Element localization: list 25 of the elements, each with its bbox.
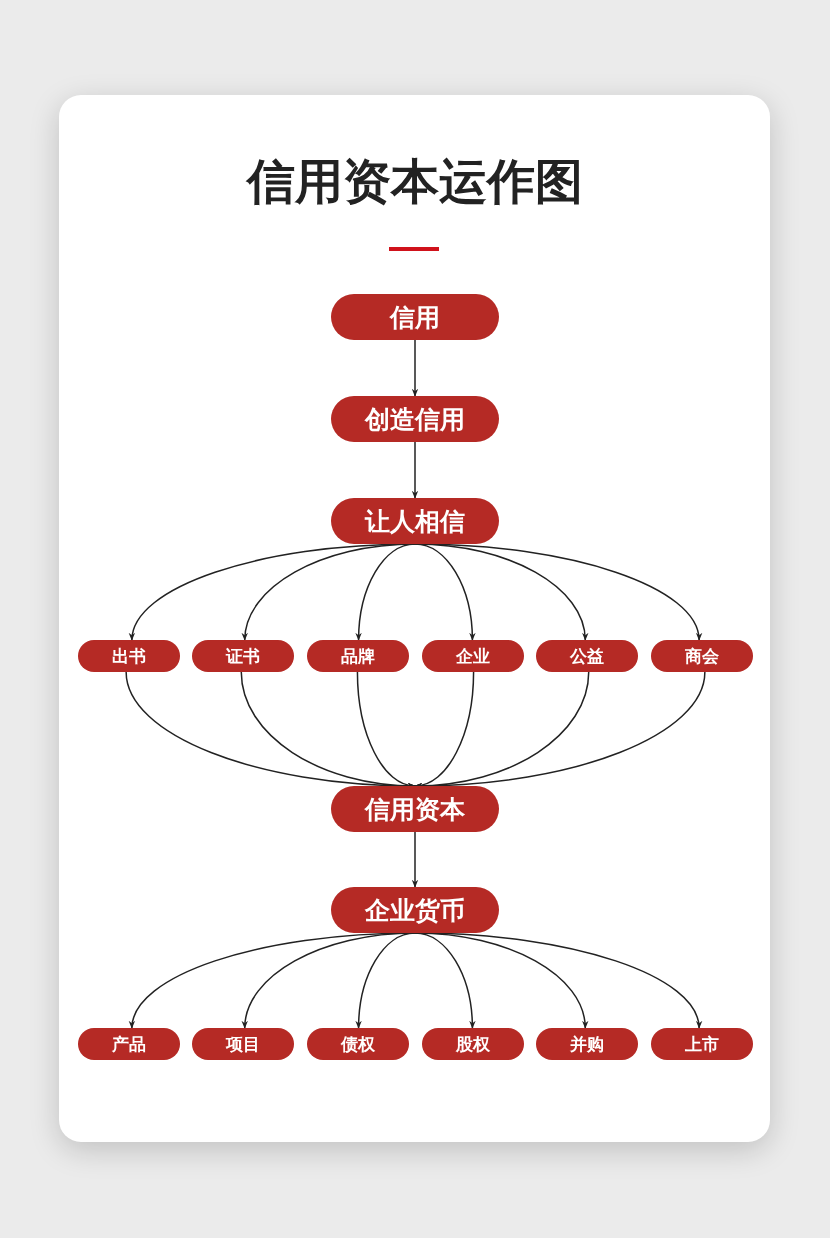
arrow xyxy=(414,543,702,641)
process-pill: 品牌 xyxy=(307,640,409,672)
process-pill: 信用 xyxy=(331,294,499,340)
process-pill: 让人相信 xyxy=(331,498,499,544)
process-pill: 产品 xyxy=(78,1028,180,1060)
process-pill: 上市 xyxy=(651,1028,753,1060)
process-pill: 证书 xyxy=(192,640,294,672)
arrow xyxy=(411,441,419,499)
process-pill: 债权 xyxy=(307,1028,409,1060)
process-pill: 创造信用 xyxy=(331,396,499,442)
process-pill: 项目 xyxy=(192,1028,294,1060)
process-pill: 企业 xyxy=(422,640,524,672)
arrow xyxy=(414,932,702,1029)
process-pill: 商会 xyxy=(651,640,753,672)
arrow xyxy=(355,543,416,641)
arrow xyxy=(411,339,419,397)
process-pill: 企业货币 xyxy=(331,887,499,933)
arrow xyxy=(411,831,419,888)
title: 信用资本运作图 xyxy=(245,152,584,211)
process-pill: 股权 xyxy=(422,1028,524,1060)
process-pill: 公益 xyxy=(536,640,638,672)
arrow xyxy=(355,932,416,1029)
process-pill: 出书 xyxy=(78,640,180,672)
process-pill: 并购 xyxy=(536,1028,638,1060)
process-pill: 信用资本 xyxy=(331,786,499,832)
